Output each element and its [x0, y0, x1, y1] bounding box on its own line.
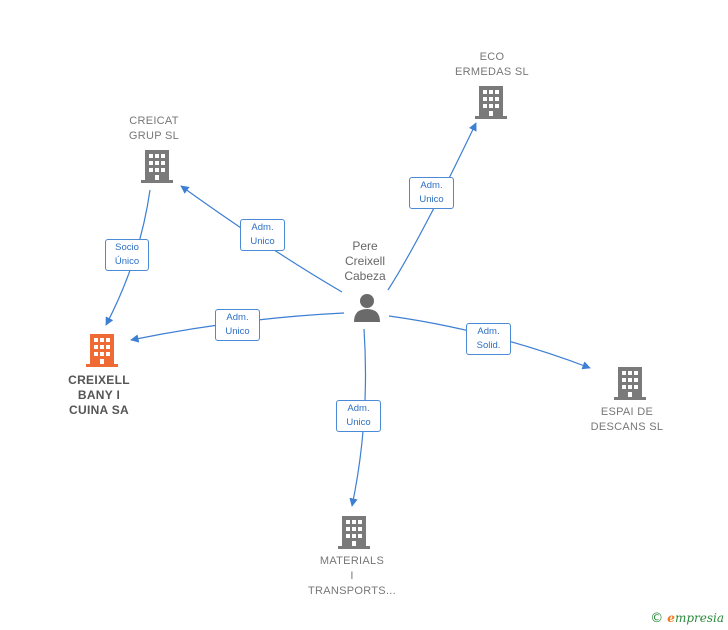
company-name-espai[interactable]: ESPAI DE DESCANS SL: [590, 406, 664, 433]
edge-label-adm-solid: Adm. Solid.: [466, 323, 511, 355]
copyright-icon: ©: [650, 611, 664, 626]
building-icon: [338, 516, 370, 549]
focus-building-icon: [86, 334, 118, 367]
edge-label-socio-unico: Socio Único: [105, 239, 149, 271]
edge-label-adm-unico: Adm. Unico: [336, 400, 381, 432]
building-icon: [141, 150, 173, 183]
company-name-creicat[interactable]: CREICAT GRUP SL: [128, 115, 180, 142]
edge-label-adm-unico: Adm. Unico: [215, 309, 260, 341]
person-name[interactable]: Pere Creixell Cabeza: [344, 239, 386, 283]
building-icon: [475, 86, 507, 119]
edge-person-eco: [387, 122, 477, 291]
person-icon: [354, 294, 380, 322]
edge-label-adm-unico: Adm. Unico: [409, 177, 454, 209]
brand-logo-e: e: [667, 611, 675, 625]
brand-logo-text: mpresia: [674, 611, 724, 625]
company-name-creixell[interactable]: CREIXELL BANY I CUINA SA: [68, 373, 130, 417]
company-name-eco[interactable]: ECO ERMEDAS SL: [455, 51, 529, 78]
edge-label-adm-unico: Adm. Unico: [240, 219, 285, 251]
building-icon: [614, 367, 646, 400]
company-name-materials[interactable]: MATERIALS I TRANSPORTS...: [307, 555, 397, 597]
brand-footer: ©empresia: [650, 611, 724, 626]
